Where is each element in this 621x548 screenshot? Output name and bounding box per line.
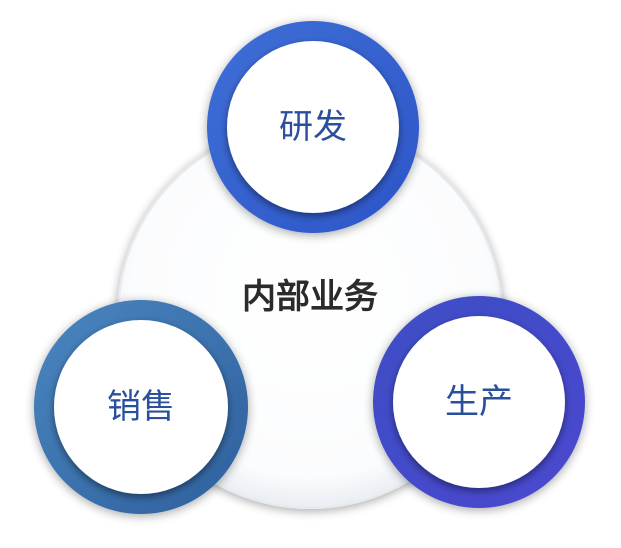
node-sales-inner xyxy=(54,320,228,494)
node-sales-label: 销售 xyxy=(107,387,175,427)
node-production: 生产 xyxy=(373,296,585,508)
node-rd-inner xyxy=(227,41,399,213)
node-rd: 研发 xyxy=(207,21,419,233)
node-sales: 销售 xyxy=(34,300,248,514)
node-production-inner xyxy=(393,316,565,488)
node-production-label: 生产 xyxy=(445,382,513,422)
node-rd-label: 研发 xyxy=(279,107,347,147)
center-label: 内部业务 xyxy=(242,277,378,317)
